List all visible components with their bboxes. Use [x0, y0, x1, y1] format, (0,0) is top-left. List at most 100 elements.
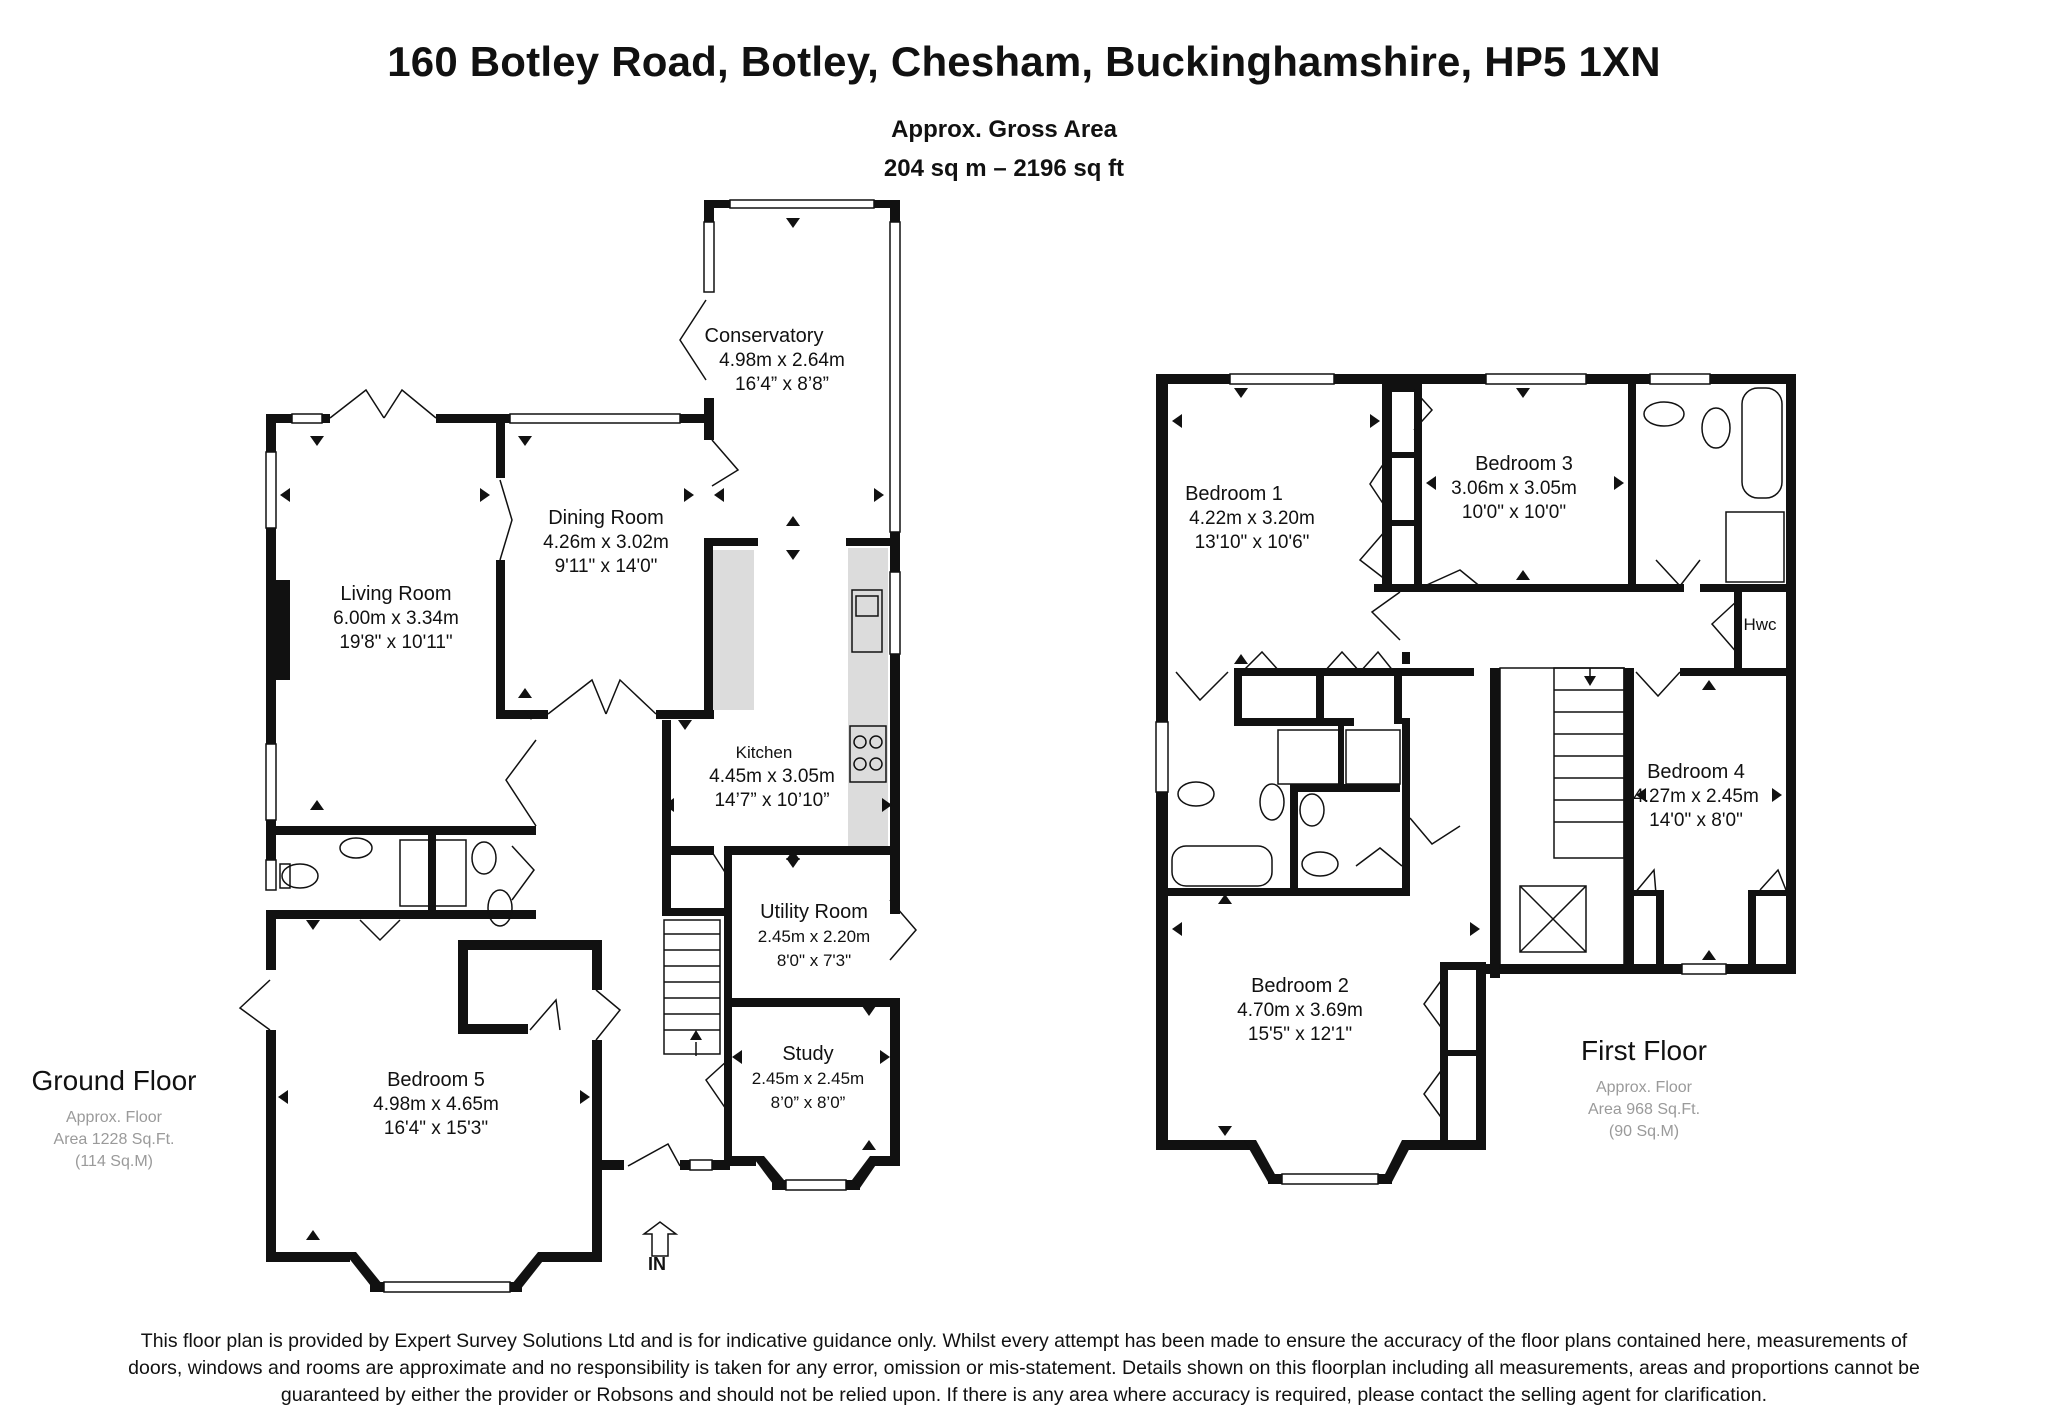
- bedroom4-window: [1681, 963, 1727, 975]
- wall: [496, 710, 548, 719]
- wardrobe-door: [1358, 529, 1387, 581]
- utility-wall-top: [724, 846, 890, 855]
- wall: [1634, 890, 1664, 896]
- wall: [458, 940, 468, 1034]
- hwc-label: Hwc: [1743, 615, 1777, 634]
- wall: [592, 1160, 624, 1170]
- kitchen-window: [889, 571, 901, 655]
- ground-floor-area-line1: Approx. Floor: [66, 1109, 163, 1126]
- wall: [1234, 718, 1354, 726]
- toilet: [281, 863, 319, 889]
- wall: [1734, 592, 1742, 668]
- wall: [1748, 890, 1756, 970]
- kitchen-island: [712, 550, 754, 710]
- toilet: [487, 889, 513, 927]
- bathroom-window: [1649, 373, 1711, 385]
- study-metric: 2.45m x 2.45m: [752, 1069, 864, 1088]
- bedroom5-wall-left: [266, 1030, 276, 1260]
- toilet: [1701, 407, 1731, 449]
- conservatory-imperial: 16’4” x 8’8”: [735, 374, 829, 395]
- bedroom5-name: Bedroom 5: [387, 1069, 485, 1091]
- loft-hatch-cross: [1519, 885, 1587, 953]
- bedroom2-imperial: 15'5" x 12'1": [1248, 1024, 1352, 1045]
- wardrobe-door: [1369, 459, 1387, 509]
- utility-metric: 2.45m x 2.20m: [758, 927, 870, 946]
- kitchen-sink: [851, 589, 883, 653]
- dining-wall-left: [496, 560, 505, 716]
- door-swing: [1370, 591, 1401, 641]
- bay-wall: [1244, 1140, 1276, 1182]
- bedroom2-bay-window: [1281, 1173, 1379, 1185]
- first-floor-stairs: [1553, 667, 1625, 859]
- bay-wall: [344, 1252, 382, 1290]
- gross-area-value: 204 sq m – 2196 sq ft: [883, 155, 1125, 182]
- shower-tray: [1345, 729, 1401, 785]
- bedroom4-wall-left: [1624, 668, 1634, 974]
- chimney-breast: [276, 580, 290, 680]
- kitchen-name: Kitchen: [736, 743, 793, 762]
- wall: [890, 532, 900, 572]
- bedroom5-metric: 4.98m x 4.65m: [373, 1094, 499, 1115]
- door-swing: [1635, 671, 1681, 698]
- bedroom3-window: [1485, 373, 1587, 385]
- first-floor-name: First Floor: [1581, 1035, 1707, 1066]
- bedroom3-name: Bedroom 3: [1475, 453, 1573, 475]
- wall: [1402, 652, 1410, 664]
- living-wall-left: [266, 414, 276, 882]
- shower-tray: [1277, 729, 1341, 785]
- study-wall-right: [890, 998, 900, 1166]
- wall: [662, 908, 724, 916]
- door-swing: [1355, 847, 1403, 867]
- conservatory-metric: 4.98m x 2.64m: [719, 350, 845, 371]
- first-floor-plan: Bedroom 1 4.22m x 3.20m 13'10" x 10'6" B…: [1155, 373, 1796, 1185]
- wall: [266, 910, 536, 919]
- wall: [870, 1156, 900, 1166]
- first-floor-area-line1: Approx. Floor: [1596, 1079, 1693, 1096]
- disclaimer-line: This floor plan is provided by Expert Su…: [140, 1330, 1908, 1352]
- dimension-arrows-first: [1172, 388, 1782, 1136]
- bedroom3-imperial: 10'0" x 10'0": [1462, 502, 1566, 523]
- door-swing: [499, 479, 513, 561]
- wall: [662, 720, 671, 916]
- study-bay-window: [785, 1179, 847, 1191]
- wall: [1290, 784, 1400, 792]
- wall: [496, 414, 505, 478]
- wall: [266, 1252, 350, 1262]
- wall: [1394, 668, 1402, 724]
- door-swing: [359, 919, 401, 942]
- bedroom5-wall-right: [592, 1040, 602, 1262]
- dining-window-top: [509, 413, 681, 424]
- bath: [1741, 387, 1783, 499]
- ground-floor-name: Ground Floor: [32, 1065, 197, 1096]
- basin: [1299, 793, 1325, 827]
- ground-floor-area-line3: (114 Sq.M): [75, 1153, 153, 1170]
- door-swing: [705, 1059, 729, 1113]
- bedroom4-name: Bedroom 4: [1647, 761, 1745, 783]
- dining-metric: 4.26m x 3.02m: [543, 532, 669, 553]
- bedroom2-metric: 4.70m x 3.69m: [1237, 1000, 1363, 1021]
- living-metric: 6.00m x 3.34m: [333, 608, 459, 629]
- kitchen-imperial: 14’7” x 10’10”: [714, 790, 829, 811]
- basin: [1643, 401, 1685, 427]
- wall: [458, 940, 592, 950]
- french-door-swing: [329, 388, 385, 419]
- wall: [266, 910, 276, 970]
- wall: [1476, 964, 1796, 974]
- wardrobe-door: [1423, 973, 1447, 1035]
- ground-floor-area-line2: Area 1228 Sq.Ft.: [54, 1131, 175, 1148]
- wall: [1290, 784, 1298, 896]
- wall: [724, 846, 732, 1116]
- gross-area-label: Approx. Gross Area: [891, 116, 1117, 143]
- living-name: Living Room: [340, 583, 451, 605]
- cloakroom-window: [265, 859, 277, 891]
- first-floor-wall-top: [1156, 374, 1796, 384]
- door-swing: [511, 845, 535, 901]
- door-swing: [889, 899, 917, 961]
- wall: [538, 1252, 602, 1262]
- hob-ring: [853, 735, 867, 749]
- bedroom1-window: [1229, 373, 1335, 385]
- dining-wall-right: [704, 538, 713, 718]
- wall: [1440, 1050, 1486, 1056]
- door-swing: [505, 739, 537, 827]
